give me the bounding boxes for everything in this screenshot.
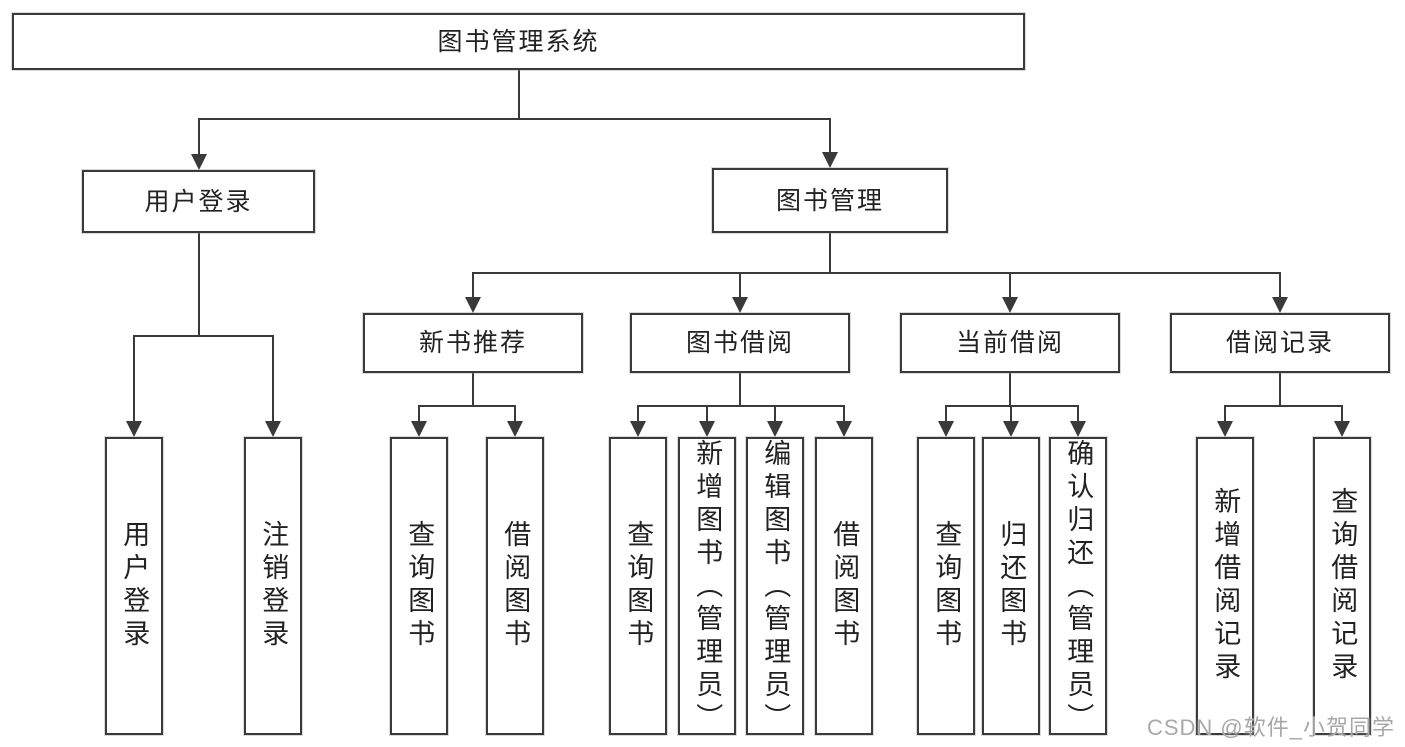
connector-line <box>418 405 420 423</box>
connector-line <box>197 118 831 120</box>
connector-line <box>829 233 831 274</box>
connector-line <box>637 405 639 423</box>
csdn-watermark: CSDN @软件_小贺同学 <box>1146 715 1395 740</box>
node-new-book-recommendation: 新书推荐 <box>363 313 583 373</box>
arrow-down-icon <box>938 421 954 437</box>
connector-line <box>272 335 274 423</box>
arrow-down-icon <box>1217 421 1233 437</box>
connector-line <box>774 405 776 423</box>
connector-line <box>1010 405 1012 423</box>
connector-line <box>637 405 845 407</box>
node-add-book-admin: 新增图书（管理员） <box>678 437 736 736</box>
node-book-borrowing: 图书借阅 <box>630 313 850 373</box>
arrow-down-icon <box>265 421 281 437</box>
connector-line <box>133 335 274 337</box>
connector-line <box>197 118 200 156</box>
connector-line <box>945 405 947 423</box>
arrow-down-icon <box>465 297 481 313</box>
arrow-down-icon <box>190 154 207 170</box>
arrow-down-icon <box>1003 421 1019 437</box>
node-confirm-return-admin: 确认归还（管理员） <box>1049 437 1107 736</box>
node-book-management-branch: 图书管理 <box>712 168 948 233</box>
node-add-borrow-record: 新增借阅记录 <box>1196 437 1254 735</box>
node-query-books: 查询图书 <box>609 437 667 735</box>
arrow-down-icon <box>630 421 646 437</box>
connector-line <box>945 405 1079 407</box>
node-return-books: 归还图书 <box>982 437 1040 735</box>
arrow-down-icon <box>767 421 783 437</box>
node-query-books: 查询图书 <box>917 437 975 735</box>
connector-line <box>418 405 516 407</box>
arrow-down-icon <box>507 421 523 437</box>
node-borrowing-records: 借阅记录 <box>1170 313 1390 373</box>
connector-line <box>706 405 708 423</box>
node-library-management-system: 图书管理系统 <box>12 13 1025 70</box>
connector-line <box>843 405 845 423</box>
connector-line <box>472 272 1281 274</box>
connector-line <box>739 373 741 407</box>
connector-line <box>1009 272 1011 299</box>
connector-line <box>472 272 474 299</box>
connector-line <box>1077 405 1079 423</box>
arrow-down-icon <box>732 297 748 313</box>
node-borrow-books: 借阅图书 <box>815 437 873 735</box>
connector-line <box>739 272 741 299</box>
node-user-login: 用户登录 <box>105 437 163 735</box>
connector-line <box>1224 405 1226 423</box>
arrow-down-icon <box>126 421 142 437</box>
node-logout-login: 注销登录 <box>244 437 302 735</box>
arrow-down-icon <box>836 421 852 437</box>
connector-line <box>829 118 831 154</box>
connector-line <box>514 405 516 423</box>
arrow-down-icon <box>411 421 427 437</box>
arrow-down-icon <box>699 421 715 437</box>
connector-line <box>1009 373 1011 407</box>
node-query-borrow-record: 查询借阅记录 <box>1313 437 1371 735</box>
connector-line <box>1279 373 1281 407</box>
connector-line <box>197 233 200 337</box>
node-edit-book-admin: 编辑图书（管理员） <box>746 437 804 736</box>
connector-line <box>1341 405 1343 423</box>
connector-line <box>1279 272 1281 299</box>
connector-line <box>517 70 520 120</box>
connector-line <box>133 335 135 423</box>
arrow-down-icon <box>1002 297 1018 313</box>
arrow-down-icon <box>822 152 838 168</box>
node-user-login-branch: 用户登录 <box>82 170 315 233</box>
node-current-borrowing: 当前借阅 <box>900 313 1120 373</box>
arrow-down-icon <box>1272 297 1288 313</box>
connector-line <box>472 373 474 407</box>
arrow-down-icon <box>1070 421 1086 437</box>
connector-line <box>1224 405 1343 407</box>
node-query-books: 查询图书 <box>390 437 448 735</box>
node-borrow-books: 借阅图书 <box>486 437 544 735</box>
arrow-down-icon <box>1334 421 1350 437</box>
